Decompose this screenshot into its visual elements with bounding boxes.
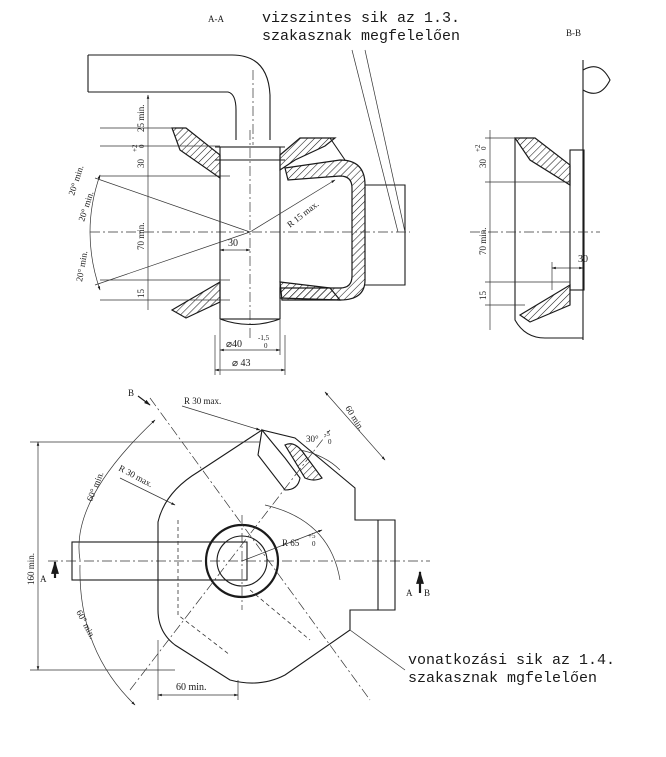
plan-dim-r65: R 65 [282,538,300,548]
plan-dim-160-min: 160 min. [26,553,36,585]
plan-dim-r65-tol-lower: 0 [312,540,316,548]
dim-70-min: 70 min. [136,222,146,250]
bb-upper-plate [513,137,571,187]
dim-dia43: ⌀ 43 [232,358,251,369]
plan-dim-60-min-bottom: 60 min. [176,682,207,693]
note-reference-plane-line2: szakasznak mgfelelően [408,670,597,687]
section-bb-label: B-B [566,28,581,38]
dim-30-tol: +2 [131,144,139,152]
plan-dim-60-min-top: 60 min. [343,404,366,433]
dim-r15-max: R 15 max. [285,199,321,230]
plan-dim-60deg-bottom: 60° min. [74,608,97,640]
hook-rod [88,54,271,140]
note-horizontal-plane-line1: vizszintes sik az 1.3. [262,10,460,27]
cut-marker-b-right: B [424,588,430,598]
cut-marker-b-top: B [128,388,134,398]
bb-dim-30: 30 [478,159,488,169]
bb-dim-30-tol: +2 [474,144,482,152]
section-aa-view: A-A 25 min. 30 +2 0 70 min. [66,14,410,375]
cut-marker-a-right: A [406,588,413,598]
bb-dim-30-horizontal: 30 [578,254,588,265]
plan-dim-r30-top: R 30 max. [184,396,221,406]
bb-dim-15: 15 [478,291,488,301]
dim-dia40-tol: -1,5 [258,334,270,342]
plan-dim-30deg-tol-lower: 0 [328,438,332,446]
note-horizontal-plane-line2: szakasznak megfelelően [262,28,460,45]
plan-dim-30deg: 30° [306,434,319,444]
section-aa-label: A-A [208,14,224,24]
dim-30: 30 [136,159,146,169]
plan-housing [157,429,396,684]
bb-dim-30-tol-lower: 0 [480,146,488,150]
plan-view: 160 min. 60 min. 60 min. R 30 max. R 30 … [26,388,430,706]
plan-dim-60deg-top: 60° min. [85,470,106,503]
dim-30-horizontal: 30 [228,238,238,249]
dim-dia40-tol-lower: 0 [264,342,268,350]
bb-dim-70-min: 70 min. [478,227,488,255]
dim-30-tol-lower: 0 [138,144,146,148]
dim-angle-top2: 20° min. [66,164,85,197]
plan-dim-r30-left: R 30 max. [117,463,155,489]
dim-angle-bottom: 20° min. [74,250,89,282]
plan-dim-r65-tol: +5 [308,532,316,540]
note-reference-plane-line1: vonatkozási sik az 1.4. [408,652,615,669]
bb-lower-plate [518,283,571,323]
section-bb-view: B-B 30 +2 0 70 min. 15 30 [470,28,611,340]
dim-15: 15 [136,289,146,299]
dim-25-min: 25 min. [136,104,146,132]
plan-dim-30deg-tol: -5 [324,430,330,438]
hitch-frame [279,159,366,301]
dim-dia40: ⌀40 [226,339,242,350]
cut-marker-a-left: A [40,574,47,584]
upper-plate [171,127,221,180]
dim-angle-top: 20° min. [76,190,95,223]
